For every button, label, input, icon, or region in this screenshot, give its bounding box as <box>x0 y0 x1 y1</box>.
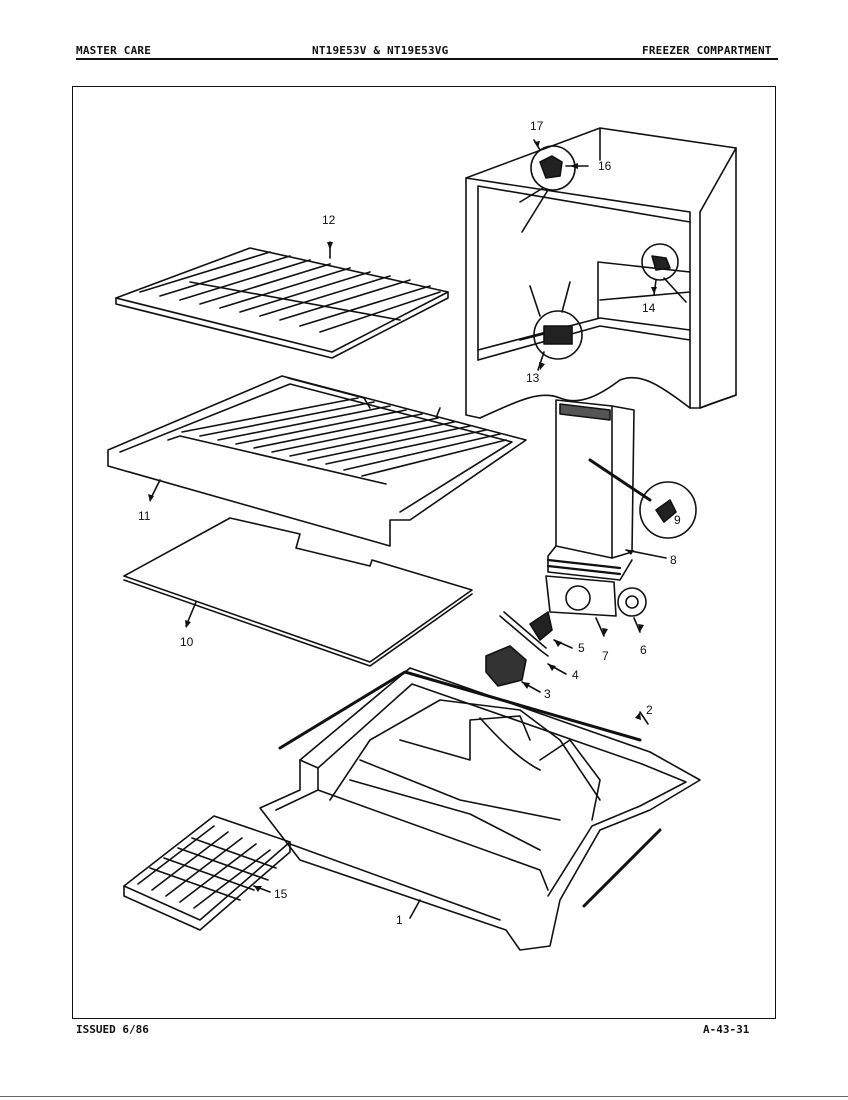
part-3-fan-motor <box>485 645 541 693</box>
part-8-evaporator-cover <box>546 399 667 581</box>
callout-9: 9 <box>674 513 681 527</box>
callout-6: 6 <box>640 643 647 657</box>
part-14-hinge <box>641 243 687 303</box>
callout-2: 2 <box>646 703 653 717</box>
bottom-rule <box>0 1096 848 1097</box>
callout-12: 12 <box>322 213 336 227</box>
model-header: NT19E53V & NT19E53VG <box>312 44 449 57</box>
brand-header: MASTER CARE <box>76 44 152 57</box>
part-11-glass-shelf <box>107 375 527 547</box>
part-2-gasket <box>278 670 662 908</box>
callout-16: 16 <box>598 159 612 173</box>
part-10-cover-plate <box>123 517 473 667</box>
callout-14: 14 <box>642 301 656 315</box>
page-code: A-43-31 <box>703 1023 750 1036</box>
header-rule <box>76 58 778 60</box>
part-13-bracket <box>529 281 583 371</box>
section-header: FREEZER COMPARTMENT <box>642 44 772 57</box>
part-1-freezer-tray <box>259 667 701 951</box>
part-12-wire-shelf <box>115 241 449 359</box>
part-15-ice-tray <box>123 815 291 931</box>
issue-date: ISSUED 6/86 <box>76 1023 149 1036</box>
callout-13: 13 <box>526 371 540 385</box>
callout-7: 7 <box>602 649 609 663</box>
callout-15: 15 <box>274 887 288 901</box>
part-9-detail <box>639 481 697 539</box>
part-5-fan-blade <box>529 611 573 649</box>
callout-11: 11 <box>138 509 151 523</box>
callout-8: 8 <box>670 553 677 567</box>
part-6-grommet <box>617 587 647 633</box>
callout-3: 3 <box>544 687 551 701</box>
freezer-cabinet <box>465 127 737 419</box>
callout-17: 17 <box>530 119 544 133</box>
callout-10: 10 <box>180 635 194 649</box>
callout-5: 5 <box>578 641 585 655</box>
callout-4: 4 <box>572 668 579 682</box>
diagram-frame <box>72 86 776 1019</box>
part-7-fan-bracket <box>545 575 617 637</box>
callout-1: 1 <box>396 913 403 927</box>
